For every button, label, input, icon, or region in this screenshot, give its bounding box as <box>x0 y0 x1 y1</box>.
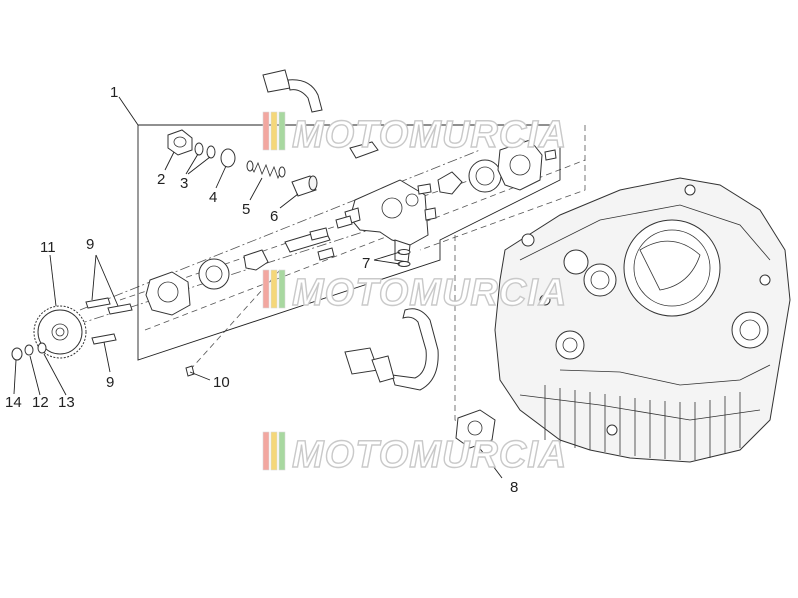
part-9-bolts <box>85 297 133 345</box>
part-3-washers <box>194 142 216 159</box>
callout-1: 1 <box>110 84 118 101</box>
callout-5: 5 <box>242 201 250 218</box>
callout-9-lower: 9 <box>106 374 114 391</box>
part-6-piston <box>291 175 318 197</box>
callout-7: 7 <box>362 255 370 272</box>
watermark-bottom: MOTOMURCIA <box>262 431 567 477</box>
callout-10: 10 <box>213 374 230 391</box>
part-4-o-ring <box>220 148 236 168</box>
pump-rotor-set-rear <box>417 139 557 195</box>
callout-3: 3 <box>180 175 188 192</box>
oil-hose-upper <box>262 69 323 113</box>
watermark-middle: MOTOMURCIA <box>262 269 567 315</box>
callout-4: 4 <box>209 189 217 206</box>
part-13-washer <box>37 342 47 354</box>
watermark-top: MOTOMURCIA <box>262 111 567 157</box>
engine-crankcase <box>494 177 791 463</box>
callout-6: 6 <box>270 208 278 225</box>
part-10-pin <box>185 365 195 377</box>
callout-8: 8 <box>510 479 518 496</box>
leader-lines <box>13 96 503 479</box>
callout-numbers: 1 2 3 4 5 6 7 8 9 9 10 11 12 13 14 <box>5 84 518 496</box>
callout-9-upper: 9 <box>86 236 94 253</box>
pump-rotor-set-front <box>145 215 353 316</box>
callout-13: 13 <box>58 394 75 411</box>
oil-hose-middle <box>344 308 439 391</box>
watermark-text-bottom: MOTOMURCIA <box>292 434 567 476</box>
callout-2: 2 <box>157 171 165 188</box>
callout-14: 14 <box>5 394 22 411</box>
part-2-nut <box>167 129 193 156</box>
part-8-cover <box>455 409 496 449</box>
assembly-1-boundary <box>137 124 561 361</box>
part-5-spring <box>246 160 286 180</box>
callout-11: 11 <box>40 239 56 256</box>
cooling-fins <box>544 385 741 460</box>
callout-12: 12 <box>32 394 49 411</box>
watermark-text-middle: MOTOMURCIA <box>292 272 567 314</box>
part-12-washer <box>24 344 34 356</box>
part-14-nut <box>11 347 23 361</box>
watermark-text-top: MOTOMURCIA <box>292 114 567 156</box>
part-11-gear <box>33 305 87 359</box>
oil-pump-body <box>344 141 437 263</box>
part-7-o-rings <box>397 249 411 267</box>
